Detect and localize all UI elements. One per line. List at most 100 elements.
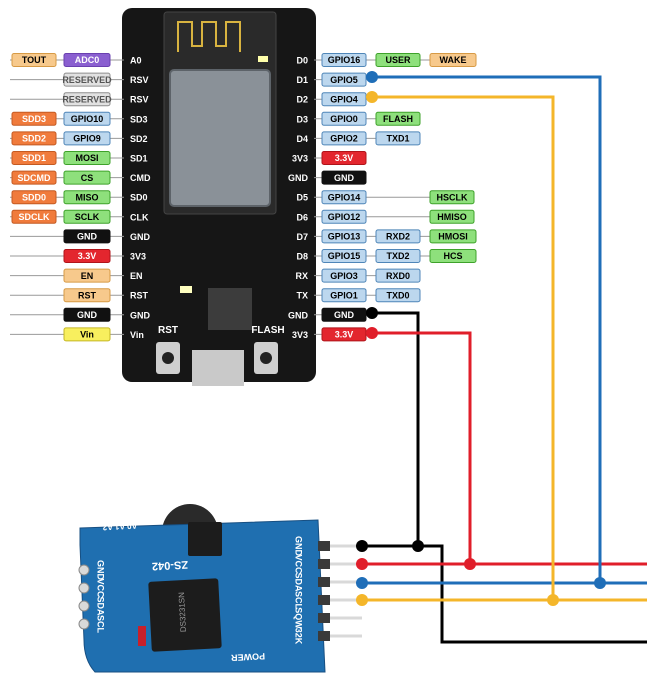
chip-label: DS3231SN: [177, 592, 188, 633]
pin-tag-label: RESERVED: [62, 75, 112, 85]
pin-tag-box: [63, 327, 111, 342]
junction-dot: [366, 91, 378, 103]
pin-tag-label: TOUT: [22, 55, 47, 65]
pin-tag-label: GPIO12: [328, 212, 361, 222]
pin-tag-box: [63, 170, 111, 185]
pin-tag-label: RXD2: [386, 232, 410, 242]
pin-tag-box: [63, 249, 111, 263]
junction-dot: [356, 577, 368, 589]
pin-tag-box: [11, 111, 57, 126]
pin-tag-label: GPIO9: [73, 134, 101, 144]
pin-tag-box: [429, 229, 477, 244]
pin-tag: SCLK: [63, 209, 111, 224]
pin-tag-box: [429, 249, 477, 263]
right-pin-label: GND: [288, 310, 309, 320]
pin-tag: HSCLK: [429, 190, 475, 205]
pin-tag-label: GND: [334, 310, 355, 320]
pin-tag-label: 3.3V: [335, 153, 354, 163]
pin-tag-box: [11, 170, 57, 185]
usb-connector: [192, 350, 244, 386]
module-name: ZS-042: [152, 558, 189, 572]
pin-tag-box: [63, 268, 111, 283]
right-pin-label: D1: [296, 75, 308, 85]
pin-tag-box: [321, 111, 367, 126]
pin-tag-label: RESERVED: [62, 94, 112, 104]
left-pin-label: RSV: [130, 95, 149, 105]
pin-tag-box: [321, 170, 367, 185]
led-indicator: [180, 286, 192, 293]
pin-tag: Vin: [63, 327, 111, 342]
led-indicator: [258, 56, 268, 62]
header-pin-block: [318, 595, 330, 605]
pin-tag-label: GPIO16: [328, 55, 361, 65]
side-pin-hole: [78, 600, 90, 612]
left-pin-label: A0: [130, 56, 142, 66]
pin-tag-box: [375, 131, 421, 146]
pin-tag: GND: [321, 307, 367, 322]
pin-tag: RXD2: [375, 229, 421, 244]
pin-tag: GPIO5: [321, 72, 367, 87]
rst-button-cap[interactable]: [162, 352, 174, 364]
header-pin-label: GND: [294, 536, 304, 557]
junction-dot: [356, 540, 368, 552]
pin-tag: GPIO4: [321, 92, 367, 107]
header-pin-block: [318, 559, 330, 569]
left-pin-label: SD1: [130, 154, 148, 164]
junction-dot: [356, 558, 368, 570]
pin-tag: GPIO10: [63, 111, 111, 126]
rtc-chip: [148, 578, 222, 652]
pin-tag-box: [321, 190, 367, 205]
pin-tag-box: [11, 131, 57, 146]
pin-tag-box: [11, 53, 57, 67]
header-pin-block: [318, 631, 330, 641]
pin-tag: 3.3V: [321, 151, 367, 165]
left-pin-label: EN: [130, 271, 143, 281]
pin-tag: GPIO0: [321, 111, 367, 126]
junction-dot: [412, 540, 424, 552]
pin-tag-box: [429, 53, 477, 67]
junction-dot: [366, 307, 378, 319]
pin-tag-label: GPIO4: [330, 94, 358, 104]
pin-tag-box: [321, 53, 367, 67]
pin-tag: SDD2: [11, 131, 57, 146]
pin-tag-box: [321, 131, 367, 146]
left-pin-label: Vin: [130, 330, 144, 340]
pin-tag-label: MISO: [75, 192, 98, 202]
pin-tag-label: GND: [77, 232, 98, 242]
header-pin-block: [318, 613, 330, 623]
pin-tag-label: GPIO3: [330, 271, 358, 281]
pin-tag-label: Vin: [80, 330, 94, 340]
left-pin-label: CLK: [130, 212, 149, 222]
pin-tag: RESERVED: [62, 72, 112, 87]
wire-gnd-bus: [418, 544, 647, 644]
pin-tag-label: SDD0: [22, 192, 46, 202]
pin-tag-label: SDD3: [22, 114, 46, 124]
pin-tag: SDCLK: [11, 209, 57, 224]
header-pin-label: VCC: [294, 554, 304, 574]
left-pin-label: CMD: [130, 173, 151, 183]
pin-tag-label: 3.3V: [335, 330, 354, 340]
header-pin-label: 32K: [294, 628, 304, 645]
pin-tag-label: TXD1: [386, 134, 409, 144]
pin-tag-label: RST: [78, 290, 97, 300]
flash-button-cap[interactable]: [260, 352, 272, 364]
pin-tag: GND: [63, 307, 111, 322]
pin-tag: GPIO12: [321, 209, 367, 224]
pin-tag-label: SCLK: [75, 212, 100, 222]
pin-tag: 3.3V: [321, 327, 367, 342]
pin-tag: GPIO14: [321, 190, 367, 205]
pin-tag-label: HCS: [443, 251, 462, 261]
pin-tag: ADC0: [63, 53, 111, 67]
pin-tag: GPIO16: [321, 53, 367, 67]
pin-tag-box: [321, 229, 367, 244]
pin-tag-label: HSCLK: [437, 192, 468, 202]
pin-tag: HCS: [429, 249, 477, 263]
pin-tag: SDCMD: [11, 170, 57, 185]
left-pin-label: SD0: [130, 193, 148, 203]
pin-tag-box: [375, 249, 421, 263]
header-pin-block: [318, 541, 330, 551]
wire-scl: [362, 95, 555, 602]
wire-gnd: [362, 311, 420, 548]
